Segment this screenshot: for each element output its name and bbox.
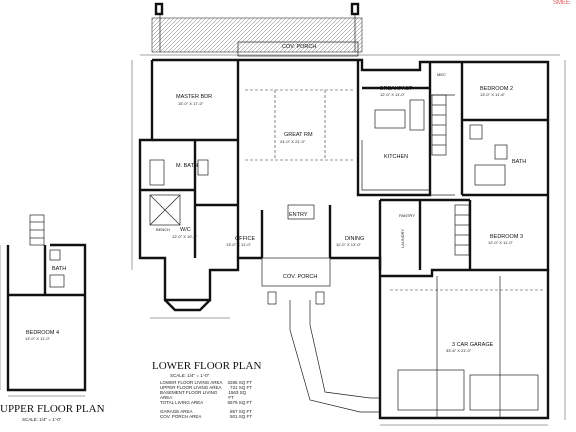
bedroom3-dim: 12'-0" X 11'-0" xyxy=(488,240,514,245)
garage-dim: 33'-6" X 21'-0" xyxy=(446,348,472,353)
office-label: OFFICE xyxy=(235,236,255,242)
lower-floor-title: LOWER FLOOR PLAN xyxy=(152,360,262,372)
front-porch xyxy=(261,257,380,413)
area-label: COV. PORCH AREA xyxy=(160,414,202,419)
breakfast-label: BREAKFAST xyxy=(380,86,413,92)
great-room-details xyxy=(245,89,355,220)
area-label: LOWER FLOOR LIVING AREA xyxy=(160,380,223,385)
master-dim: 15'-0" X 17'-0" xyxy=(178,101,204,106)
area-label: GARAGE AREA xyxy=(160,409,193,414)
area-value: 3285 SQ FT xyxy=(227,380,252,385)
bench-label: BENCH xyxy=(156,227,170,232)
watermark: SMEE xyxy=(552,0,570,6)
mec-label: MEC xyxy=(437,72,446,77)
area-label: TOTAL LIVING AREA xyxy=(160,400,204,405)
bath-right-label: BATH xyxy=(512,159,526,165)
wic-dim: 12'-0" X 10'-6" xyxy=(172,234,198,239)
dining-dim: 11'-0" X 13'-0" xyxy=(336,242,362,247)
lower-floor-scale: SCALE: 1/4" = 1'-0" xyxy=(170,373,210,378)
bedroom4-dim: 13'-0" X 11'-0" xyxy=(25,336,51,341)
great-rm-label: GREAT RM xyxy=(284,132,313,138)
area-value: 5579 SQ FT xyxy=(227,400,252,405)
office-dim: 13'-0" X 11'-0" xyxy=(226,242,252,247)
great-dim: 24'-0" X 21'-0" xyxy=(280,139,306,144)
cov-porch-top-label: COV. PORCH xyxy=(282,44,316,50)
cov-porch-front-label: COV. PORCH xyxy=(283,274,317,280)
garage-label: 3 CAR GARAGE xyxy=(452,342,494,348)
area-value: 501 SQ FT xyxy=(229,414,252,419)
bedroom2-dim: 13'-0" X 11'-6" xyxy=(480,92,506,97)
bedroom2-label: BEDROOM 2 xyxy=(480,86,513,92)
bedroom4-label: BEDROOM 4 xyxy=(26,330,59,336)
kitchen-label: KITCHEN xyxy=(384,154,408,160)
interior-walls xyxy=(140,60,548,276)
entry-label: ENTRY xyxy=(289,212,308,218)
area-row: UPPER FLOOR LIVING AREA 731 SQ FT xyxy=(160,385,252,390)
area-value: 1563 SQ FT xyxy=(228,390,247,400)
area-row: COV. PORCH AREA 501 SQ FT xyxy=(160,414,252,419)
area-value: 857 SQ FT xyxy=(229,409,252,414)
pantry-label: PANTRY xyxy=(399,213,415,218)
dimension-lines xyxy=(131,54,566,426)
laundry-label: LAUNDRY xyxy=(400,229,405,248)
breakfast-dim: 12'-0" X 11'-0" xyxy=(380,92,406,97)
area-value: 731 SQ FT xyxy=(229,385,252,390)
area-row: LOWER FLOOR LIVING AREA 3285 SQ FT xyxy=(160,380,252,385)
stairs xyxy=(431,94,470,256)
garage xyxy=(378,270,550,420)
area-label: BASEMENT FLOOR LIVING AREA xyxy=(160,390,218,400)
upper-floor-drawing xyxy=(0,214,87,397)
area-row: GARAGE AREA 857 SQ FT xyxy=(160,409,252,414)
bedroom3-label: BEDROOM 3 xyxy=(490,234,523,240)
dining-label: DINING xyxy=(345,236,364,242)
m-bath-label: M. BATH xyxy=(176,163,198,169)
upper-floor-scale: SCALE: 1/4" = 1'-0" xyxy=(22,417,62,422)
bath-fixtures xyxy=(149,124,508,226)
master-bdr-label: MASTER BDR xyxy=(176,94,212,100)
upper-floor-title: UPPER FLOOR PLAN xyxy=(0,403,105,415)
wic-label: W/C xyxy=(180,227,191,233)
room-labels: MASTER BDR 15'-0" X 17'-0" GREAT RM 24'-… xyxy=(25,72,526,353)
area-row: BASEMENT FLOOR LIVING AREA 1563 SQ FT xyxy=(160,390,252,400)
area-label: UPPER FLOOR LIVING AREA xyxy=(160,385,222,390)
area-row: TOTAL LIVING AREA 5579 SQ FT xyxy=(160,400,252,405)
rear-deck: COV. PORCH xyxy=(151,2,363,57)
area-table: LOWER FLOOR LIVING AREA 3285 SQ FT UPPER… xyxy=(160,380,252,419)
bath-upper-label: BATH xyxy=(52,266,66,272)
